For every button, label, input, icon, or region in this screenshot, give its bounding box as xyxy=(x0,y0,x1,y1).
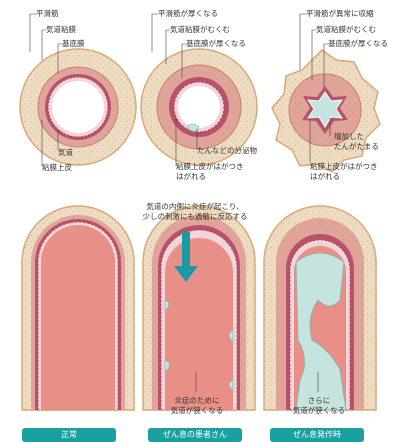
caption-attack: さらに 気道が狭くなる xyxy=(274,396,364,416)
label-basement: 基底膜 xyxy=(62,39,85,49)
longitudinal-normal xyxy=(22,206,134,410)
label-secretion: たんなどの分泌物 xyxy=(197,146,257,156)
stage-badge-normal: 正常 xyxy=(22,428,116,442)
stage-badge-attack: ぜん息発作時 xyxy=(270,428,364,442)
cross-section-attack xyxy=(272,50,380,172)
label-epithelium-peeling: 粘膜上皮がはがつき はがれる xyxy=(310,162,378,181)
label-smooth-muscle-thick: 平滑筋が厚くなる xyxy=(158,9,218,19)
label-epithelium-peeling: 粘膜上皮がはがつき はがれる xyxy=(176,162,244,181)
label-smooth-muscle-contract: 平滑筋が異常に収縮 xyxy=(306,9,374,19)
label-airway: 気道 xyxy=(58,148,73,158)
label-mucosa-swollen: 気道粘膜がむくむ xyxy=(316,25,376,35)
caption-asthma: 炎症のために 気道が狭くなる xyxy=(152,396,242,416)
label-smooth-muscle: 平滑筋 xyxy=(36,9,59,19)
airway-lumen-long xyxy=(41,225,115,410)
label-basement-thick: 基底膜が厚くなる xyxy=(186,39,246,49)
inflammation-note: 気道の内側に炎症が起こり、 少しの刺激にも過敏に反応する xyxy=(115,202,275,222)
airway-lumen xyxy=(52,81,104,133)
longitudinal-attack xyxy=(264,206,376,410)
stage-badge-asthma: ぜん息の患者さん xyxy=(148,428,242,442)
airway-lumen-long xyxy=(165,238,233,410)
label-mucosa: 気道粘膜 xyxy=(46,25,76,35)
airway-lumen xyxy=(178,86,220,128)
longitudinal-asthma xyxy=(143,206,255,410)
label-basement-thick: 基底膜が厚くなる xyxy=(328,39,388,49)
label-sputum: 増加した たんがたまる xyxy=(334,132,379,151)
label-mucosa-swollen: 気道粘膜がむくむ xyxy=(170,25,230,35)
cross-section-normal xyxy=(20,49,136,165)
label-epithelium: 粘膜上皮 xyxy=(42,163,72,173)
